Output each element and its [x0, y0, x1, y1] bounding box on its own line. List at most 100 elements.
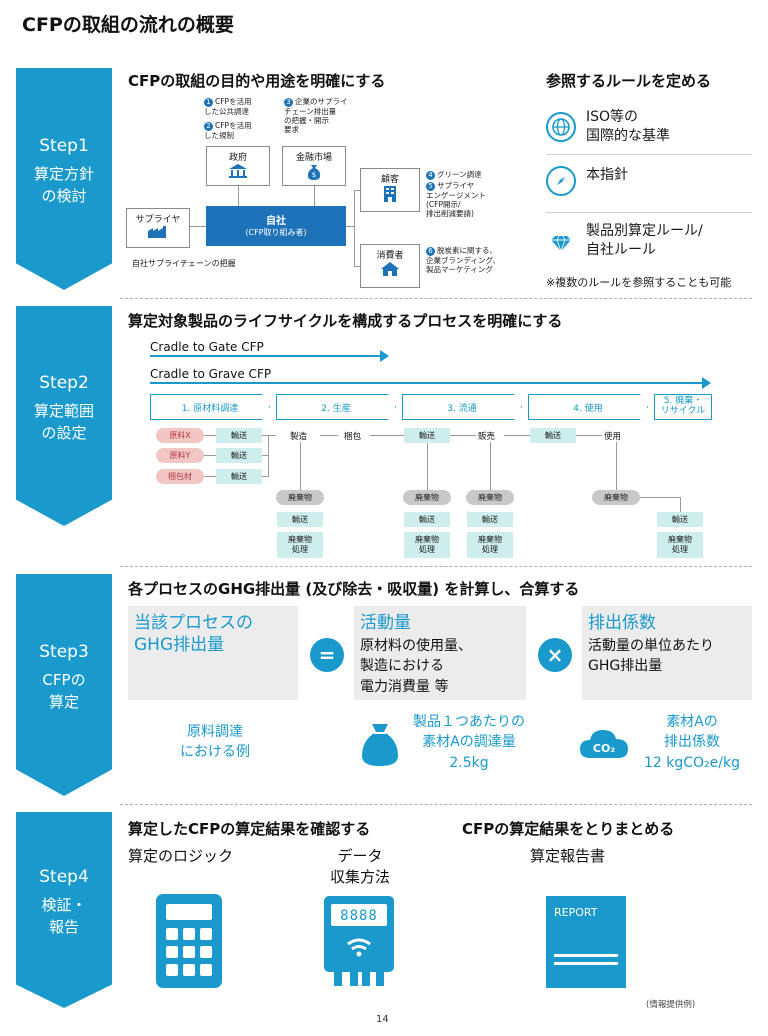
- rule-item-iso: ISO等の 国際的な基準: [546, 108, 752, 146]
- consumer-box: 消費者: [360, 244, 420, 288]
- connector: [370, 435, 404, 436]
- connector: [490, 442, 491, 490]
- ghg-emission-box: [128, 606, 298, 700]
- connector: [262, 476, 269, 477]
- process-transport: 輸送: [277, 512, 323, 527]
- step-label: 算定範囲 の設定: [33, 402, 94, 442]
- rule-item-guideline: 本指針: [546, 166, 752, 196]
- supply-chain-label: 自社サプライチェーンの把握: [132, 259, 236, 268]
- process-transport: 輸送: [657, 512, 703, 527]
- globe-icon: [546, 111, 576, 142]
- gate-arrow-head: [380, 350, 389, 362]
- process-transport: 輸送: [404, 512, 450, 527]
- page-title: CFPの取組の流れの概要: [22, 14, 234, 36]
- logic-label: 算定のロジック: [128, 847, 234, 865]
- step3-chevron: Step3 CFPの 算定: [16, 574, 112, 796]
- divider: [120, 804, 752, 805]
- step1-chevron: Step1 算定方針 の検討: [16, 68, 112, 290]
- co2-cloud-icon: CO₂: [578, 726, 630, 764]
- connector: [680, 497, 681, 512]
- step4-heading-verify: 算定したCFPの算定結果を確認する: [128, 820, 371, 838]
- example-label: 原料調達 における例: [180, 724, 250, 761]
- step2-chevron: Step2 算定範囲 の設定: [16, 306, 112, 526]
- divider: [120, 298, 752, 299]
- office-building-icon: [384, 186, 396, 202]
- customer-box: 顧客: [360, 168, 420, 212]
- step-number: Step4: [39, 867, 89, 888]
- connector: [354, 266, 360, 267]
- waste-pill: 廃棄物: [466, 490, 514, 505]
- info-note: (情報提供例): [646, 1000, 696, 1010]
- connector: [314, 186, 315, 206]
- report-document-icon: REPORT: [546, 896, 626, 988]
- money-bag-icon: $: [307, 165, 321, 180]
- step1-heading: CFPの取組の目的や用途を明確にする: [128, 72, 386, 90]
- example-factor: 素材Aの 排出係数 12 kgCO₂e/kg: [644, 714, 740, 771]
- supplier-box: サプライヤ: [126, 208, 190, 248]
- step2-heading: 算定対象製品のライフサイクルを構成するプロセスを明確にする: [128, 312, 563, 330]
- government-box: 政府: [206, 146, 270, 186]
- sack-icon: [358, 720, 402, 772]
- connector: [616, 442, 617, 490]
- step3-heading: 各プロセスのGHG排出量 (及び除去・吸収量) を計算し、合算する: [128, 580, 580, 598]
- process-transport: 輸送: [467, 512, 513, 527]
- connector: [450, 435, 476, 436]
- waste-processing: 廃棄物 処理: [404, 532, 450, 558]
- process-transport: 輸送: [216, 448, 262, 463]
- connector: [504, 435, 530, 436]
- rules-note: ※複数のルールを参照することも可能: [546, 276, 732, 289]
- stage-5: 5. 廃棄・ リサイクル: [654, 394, 712, 420]
- svg-text:8888: 8888: [340, 908, 378, 924]
- rule-item-product: 製品別算定ルール/ 自社ルール: [546, 222, 752, 260]
- page-number: 14: [376, 1014, 389, 1025]
- grave-arrow: [150, 382, 702, 384]
- process-transport: 輸送: [530, 428, 576, 443]
- stage-4: 4. 使用: [528, 394, 648, 420]
- step-label: 算定方針 の検討: [33, 165, 94, 205]
- step-label: CFPの 算定: [42, 671, 86, 711]
- multiply-icon: ×: [538, 638, 572, 672]
- activity-body: 原材料の使用量、 製造における 電力消費量 等: [360, 638, 472, 695]
- connector: [204, 476, 216, 477]
- emission-factor-body: 活動量の単位あたり GHG排出量: [588, 638, 714, 675]
- activity-box: [354, 606, 526, 700]
- connector: [238, 186, 239, 206]
- connector: [576, 435, 602, 436]
- process-transport: 輸送: [404, 428, 450, 443]
- rules-heading: 参照するルールを定める: [546, 72, 712, 90]
- waste-pill: 廃棄物: [403, 490, 451, 505]
- stage-3: 3. 流通: [402, 394, 522, 420]
- emission-factor-title: 排出係数: [588, 613, 656, 633]
- ghg-emission-title: 当該プロセスの GHG排出量: [134, 613, 253, 656]
- connector: [204, 435, 216, 436]
- smart-meter-icon: 8888: [324, 896, 394, 992]
- step-number: Step3: [39, 642, 89, 663]
- process-use: 使用: [604, 432, 622, 442]
- data-method-label: データ 収集方法: [329, 847, 390, 886]
- svg-text:CO₂: CO₂: [593, 742, 615, 755]
- equals-icon: =: [310, 638, 344, 672]
- connector: [640, 497, 680, 498]
- waste-processing: 廃棄物 処理: [467, 532, 513, 558]
- house-icon: [381, 262, 399, 276]
- packaging-material: 梱包材: [156, 469, 204, 484]
- divider: [120, 566, 752, 567]
- connector: [262, 455, 269, 456]
- rule-separator: [546, 154, 752, 155]
- material-x: 原料X: [156, 428, 204, 443]
- gate-label: Cradle to Gate CFP: [150, 340, 264, 354]
- connector: [354, 190, 360, 191]
- grave-arrow-head: [702, 377, 711, 389]
- process-transport: 輸送: [216, 469, 262, 484]
- waste-processing: 廃棄物 処理: [277, 532, 323, 558]
- step4-heading-report: CFPの算定結果をとりまとめる: [462, 820, 675, 838]
- calculator-icon: [156, 894, 222, 992]
- waste-processing: 廃棄物 処理: [657, 532, 703, 558]
- step-number: Step2: [39, 373, 89, 394]
- connector: [204, 455, 216, 456]
- emission-factor-box: [582, 606, 752, 700]
- waste-pill: 廃棄物: [276, 490, 324, 505]
- process-manufacture: 製造: [290, 432, 308, 442]
